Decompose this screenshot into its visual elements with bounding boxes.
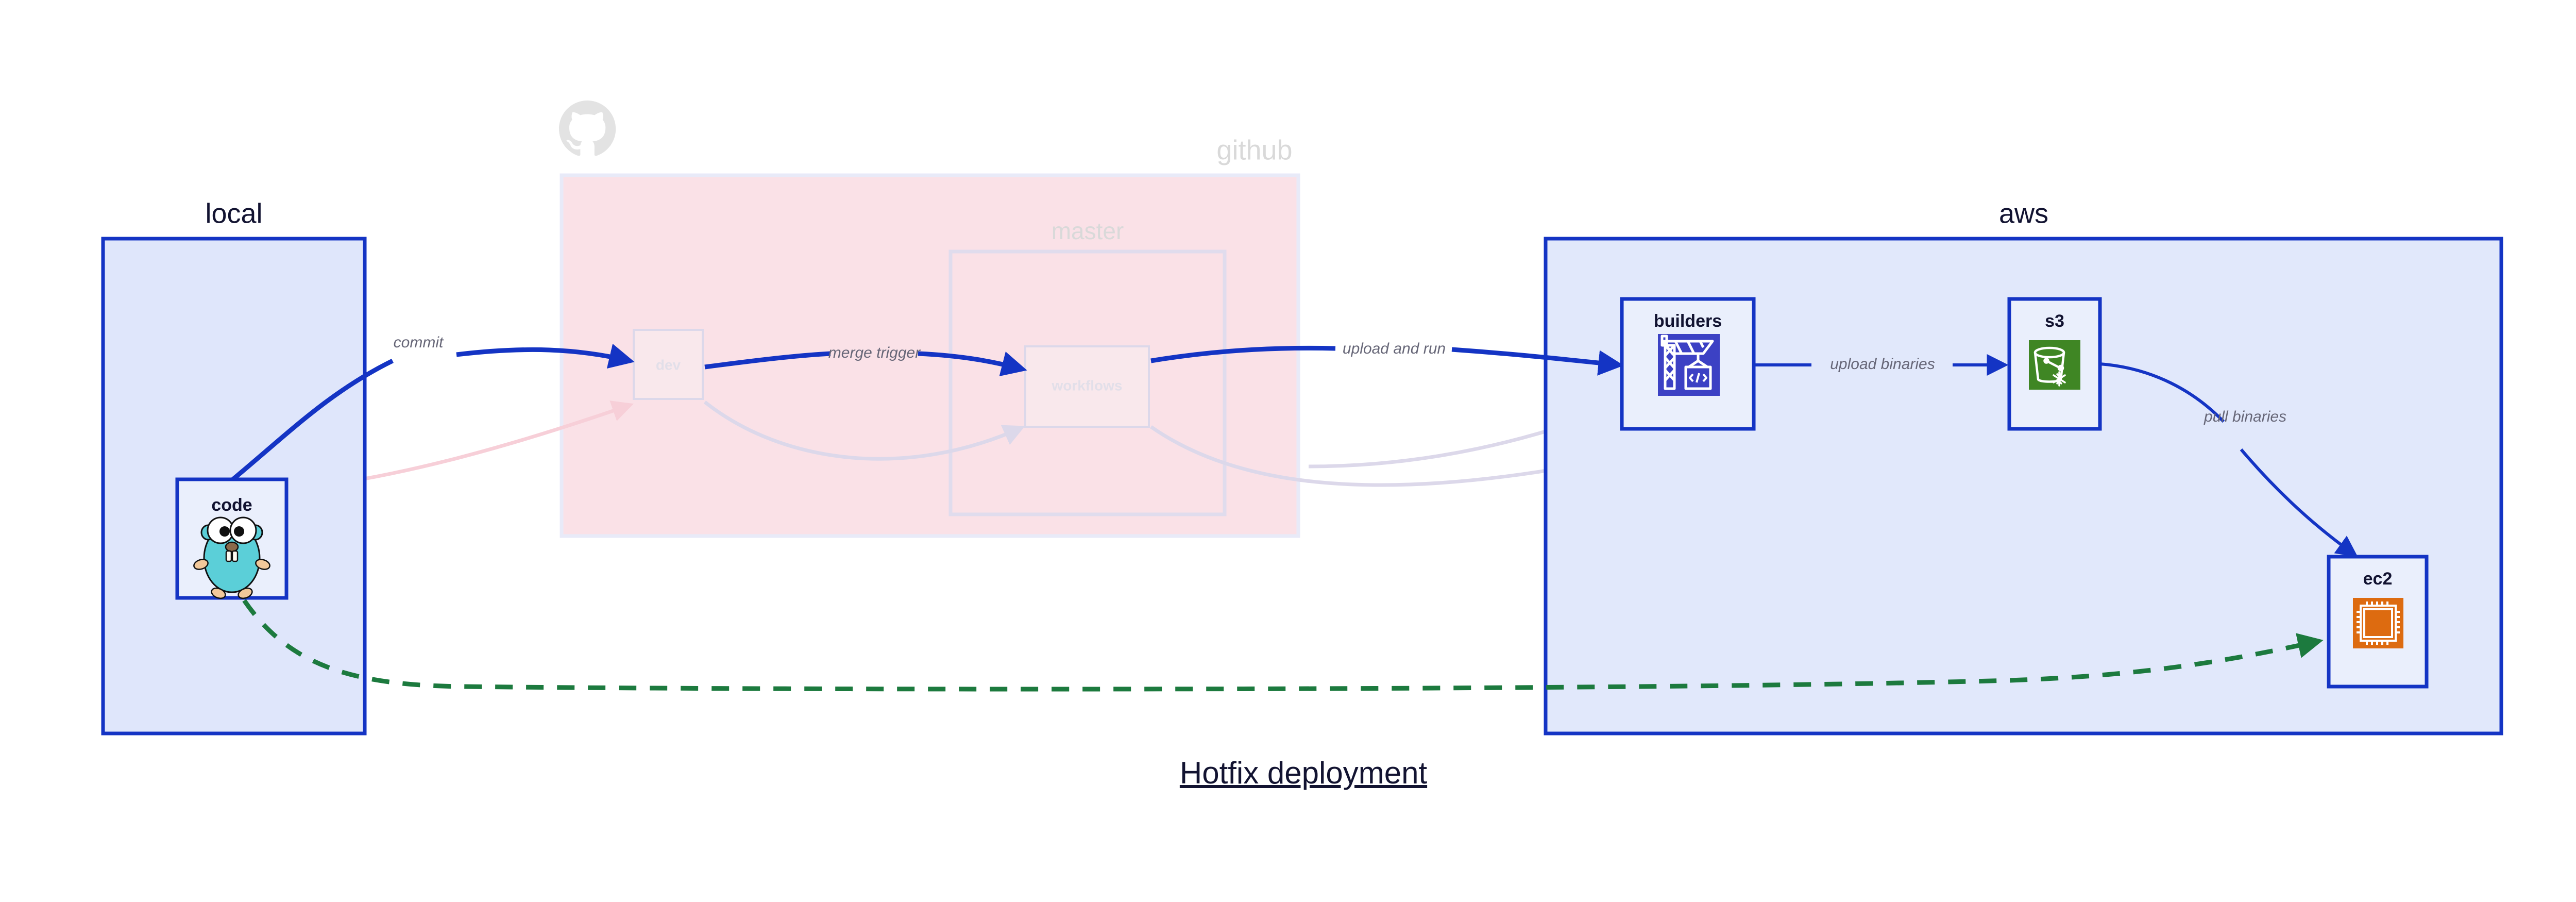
- edge-upload-and-run-a: [1150, 345, 1336, 363]
- cluster-master: master: [948, 218, 1227, 516]
- node-ec2-label: ec2: [2363, 569, 2393, 589]
- go-gopher-icon: [193, 516, 270, 599]
- ghost-edge-dev-workflows: [703, 400, 1025, 461]
- node-builders-label: builders: [1654, 311, 1722, 331]
- github-octocat-icon: [559, 101, 616, 156]
- cluster-local-label: local: [205, 198, 262, 229]
- edge-label-commit: commit: [394, 334, 444, 351]
- ghost-edge-workflows-out: [1149, 425, 1572, 487]
- edge-pull-binaries-b: [2240, 448, 2358, 557]
- node-code-label: code: [211, 495, 252, 515]
- node-s3[interactable]: s3: [2007, 297, 2102, 431]
- node-s3-label: s3: [2045, 311, 2064, 331]
- diagram-title: Hotfix deployment: [1180, 756, 1428, 790]
- edge-label-upload-and-run: upload and run: [1343, 340, 1446, 357]
- edge-label-upload-binaries: upload binaries: [1830, 356, 1935, 373]
- aws-codebuild-icon: [1658, 334, 1720, 396]
- node-dev-label: dev: [656, 357, 681, 373]
- edge-label-pull-binaries: pull binaries: [2204, 408, 2286, 425]
- edge-commit-b: [456, 343, 635, 369]
- node-ec2[interactable]: ec2: [2327, 555, 2429, 689]
- node-code[interactable]: code: [175, 477, 289, 600]
- edge-pull-binaries-a: [2099, 362, 2225, 423]
- edge-commit: [231, 358, 394, 481]
- node-workflows[interactable]: workflows: [1024, 345, 1150, 428]
- node-workflows-rect[interactable]: [1024, 345, 1150, 428]
- cluster-aws-label: aws: [1999, 198, 2048, 229]
- aws-s3-glacier-icon: [2029, 340, 2080, 390]
- edge-merge-trigger-b: [918, 351, 1027, 377]
- edge-upload-and-run-b: [1451, 347, 1624, 376]
- node-dev-rect[interactable]: [633, 329, 704, 400]
- node-builders[interactable]: builders: [1620, 297, 1756, 431]
- edge-merge-trigger-a: [704, 351, 831, 370]
- cluster-master-label: master: [1052, 218, 1124, 244]
- cluster-master-rect: [948, 249, 1227, 516]
- node-dev[interactable]: dev: [633, 329, 704, 400]
- edge-hotfix-direct: [242, 599, 2324, 692]
- aws-ec2-icon: [2353, 598, 2403, 648]
- edge-label-merge-trigger: merge trigger: [828, 344, 921, 361]
- cluster-github-label: github: [1216, 135, 1292, 165]
- cluster-github: github master dev workflows: [559, 101, 1300, 538]
- node-workflows-label: workflows: [1052, 377, 1123, 393]
- cluster-local: local: [101, 198, 367, 736]
